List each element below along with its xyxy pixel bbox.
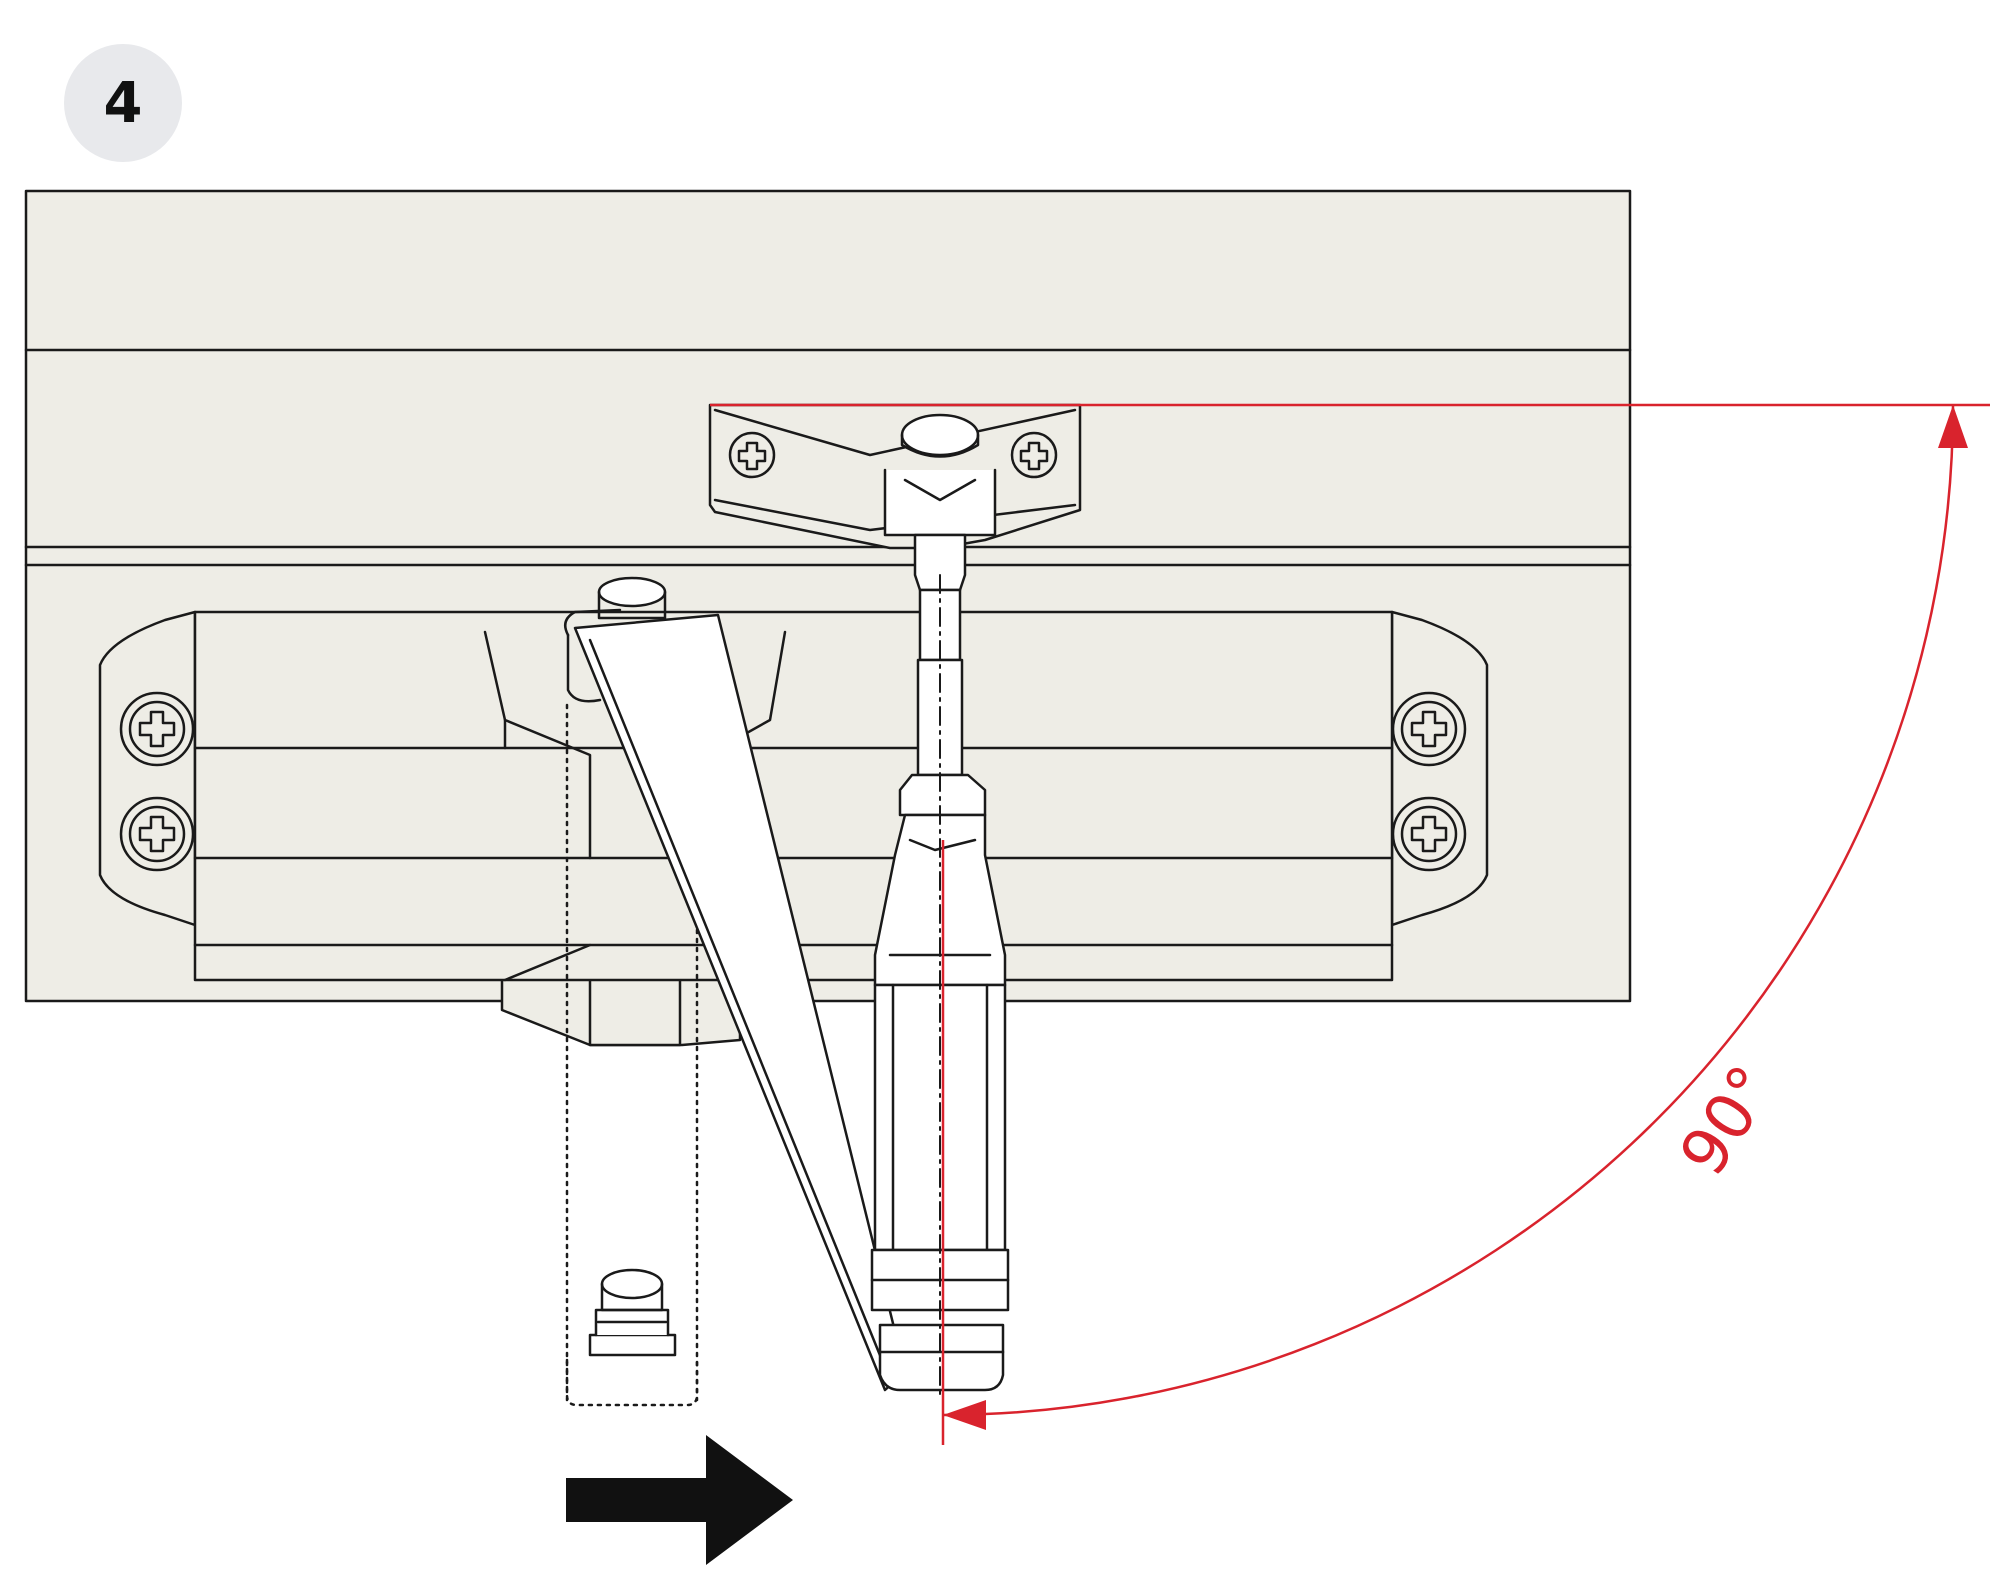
phillips-screw-icon <box>1391 691 1467 767</box>
arrowhead-icon <box>943 1400 986 1430</box>
step-number: 4 <box>103 70 143 136</box>
phillips-screw-icon <box>119 691 195 767</box>
phillips-screw-icon <box>119 796 195 872</box>
arrowhead-icon <box>1938 405 1968 448</box>
angle-indicator <box>710 403 1990 1445</box>
phillips-screw-icon <box>1391 796 1467 872</box>
right-arrow-icon <box>566 1435 793 1565</box>
spindle-cap <box>565 1268 699 1407</box>
arm-bracket <box>708 403 1082 550</box>
step-badge: 4 <box>64 44 182 162</box>
angle-label: 90° <box>1666 1053 1790 1188</box>
